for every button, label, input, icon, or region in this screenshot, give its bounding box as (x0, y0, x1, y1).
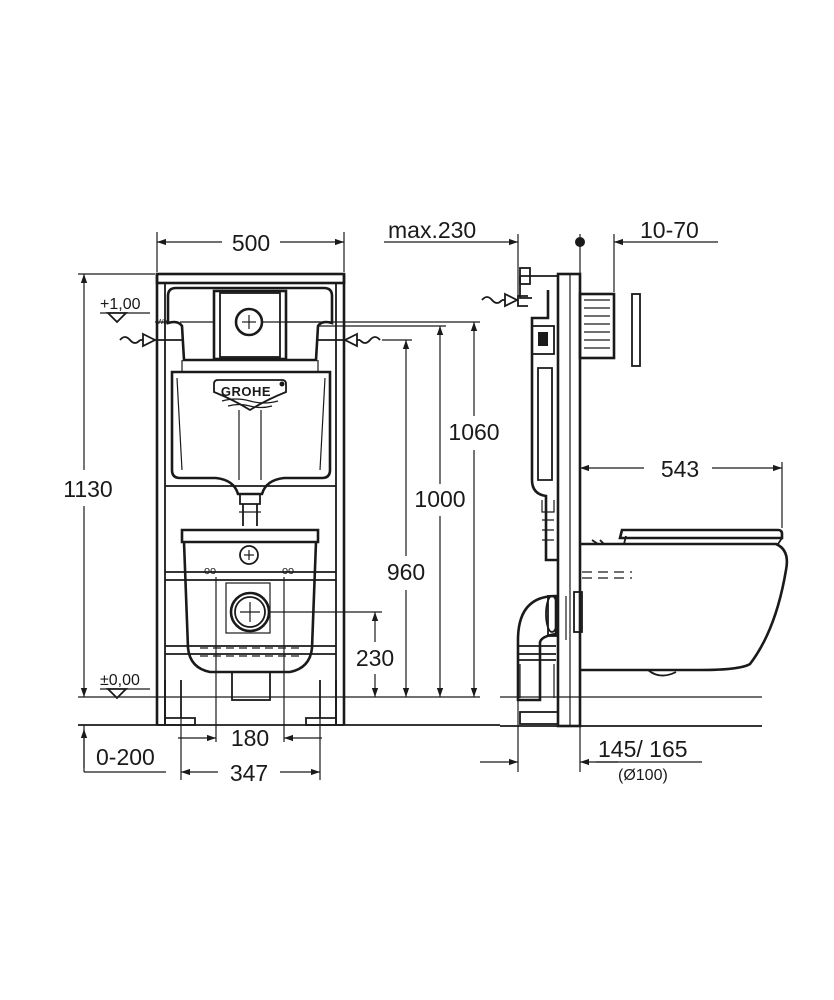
dimension-543: 543 (580, 456, 783, 528)
level-zero-label: ±0,00 (100, 672, 140, 689)
dim-543-label: 543 (661, 456, 699, 482)
water-inlet-arrow-icon (318, 332, 381, 348)
cistern: GROHE (166, 286, 334, 526)
bolt-left: ᵒᵒ (204, 565, 216, 582)
dim-0-200-label: 0-200 (96, 744, 155, 770)
dimension-max230: max.230 (384, 217, 519, 306)
dimension-230: 230 (270, 611, 394, 697)
dimension-180: 180 (178, 725, 322, 751)
dim-500-label: 500 (232, 230, 270, 256)
dimension-145-165: 145/ 165 (Ø100) (480, 700, 702, 784)
grohe-logo: GROHE (213, 379, 287, 412)
dimension-1060: 1060 (262, 321, 500, 697)
bolt-right: ᵒᵒ (282, 565, 294, 582)
dim-145-165-label: 145/ 165 (598, 736, 688, 762)
level-triangle-icon (105, 312, 129, 324)
dim-347-label: 347 (230, 760, 268, 786)
dimension-1000: 1000 (318, 325, 466, 697)
dimension-0-200: 0-200 (80, 725, 166, 773)
brand-logo-text: GROHE (221, 384, 271, 399)
dim-max230-label: max.230 (388, 217, 476, 243)
dim-10-70-label: 10-70 (640, 217, 699, 243)
dimension-960: 960 (382, 339, 425, 697)
level-top: +1,00 (100, 296, 150, 324)
side-view: max.230 10-70 543 145/ 165 (Ø100) (384, 217, 789, 784)
dimension-10-70: 10-70 (575, 217, 718, 292)
toilet-bowl-front: ᵒᵒ ᵒᵒ (180, 528, 320, 742)
water-inlet-arrow-icon: Wa (119, 319, 182, 348)
dim-230-label: 230 (356, 645, 394, 671)
dim-960-label: 960 (387, 559, 425, 585)
waste-elbow (516, 591, 583, 725)
svg-text:Wa: Wa (157, 319, 167, 326)
dim-1000-label: 1000 (414, 486, 465, 512)
actuator-side (578, 292, 641, 367)
dim-1130-label: 1130 (63, 476, 112, 502)
cistern-side (517, 290, 558, 562)
toilet-bowl-side (580, 528, 789, 677)
dimension-500: 500 (156, 230, 345, 272)
dim-1060-label: 1060 (448, 419, 499, 445)
dimension-1130: 1130 (63, 273, 155, 697)
dimension-347: 347 (180, 718, 321, 786)
level-triangle-icon (105, 688, 129, 700)
water-inlet-arrow-icon (481, 292, 520, 308)
level-top-label: +1,00 (100, 296, 141, 313)
dim-180-label: 180 (231, 725, 269, 751)
side-frame (519, 267, 582, 728)
level-zero: ±0,00 (100, 672, 150, 700)
dim-d100-label: (Ø100) (618, 767, 668, 784)
front-view: GROHE ᵒᵒ ᵒᵒ (63, 230, 500, 786)
